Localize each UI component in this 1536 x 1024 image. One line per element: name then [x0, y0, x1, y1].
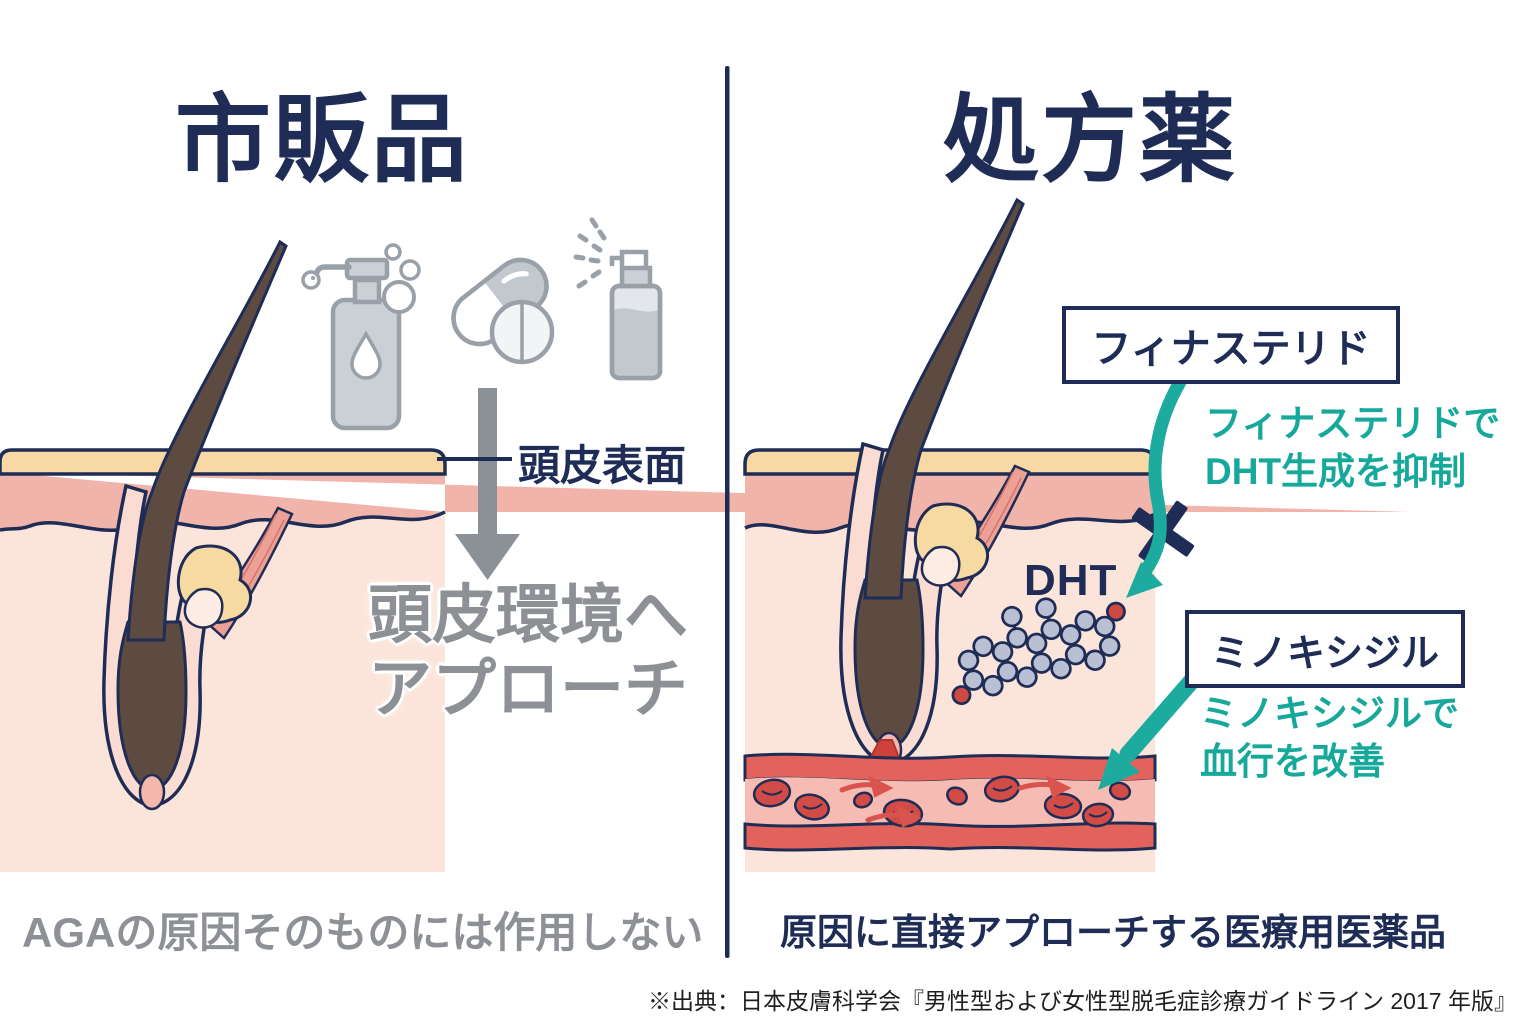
vessel-bottom-wall — [743, 821, 1157, 852]
blood-vessel — [743, 752, 1157, 852]
dermal-papilla — [138, 773, 166, 811]
right-dermis — [745, 472, 1155, 533]
oxygen-atom — [1105, 601, 1126, 622]
pump-bottle-icon — [301, 243, 421, 431]
right-epidermis — [743, 448, 1157, 476]
inner-sheath-curl — [183, 587, 224, 629]
down-arrow-icon — [455, 388, 520, 580]
left-dermis-edge — [0, 510, 446, 532]
scalp-surface-label: 頭皮表面 — [518, 442, 687, 489]
scalp-approach-text: 頭皮環境へ アプローチ — [368, 579, 688, 726]
finasteride-arrow-icon — [1126, 375, 1187, 598]
left-skin-illustration — [0, 239, 1410, 872]
red-blood-cells — [752, 775, 1132, 828]
left-dermis — [0, 472, 1410, 531]
minoxidil-label-box: ミノキシジル — [1185, 610, 1465, 688]
finasteride-label-box: フィナステリド — [1062, 306, 1400, 384]
left-epidermis — [0, 448, 447, 476]
otc-product-icons — [301, 217, 663, 431]
dht-molecule — [951, 597, 1126, 706]
source-citation: ※出典：日本皮膚科学会『男性型および女性型脱毛症診療ガイドライン 2017 年版… — [648, 988, 1517, 1014]
left-panel-title: 市販品 — [175, 87, 469, 194]
spray-bottle-icon — [573, 217, 663, 381]
oxygen-atom — [951, 685, 972, 706]
spray-mist — [573, 217, 607, 289]
right-skin-illustration — [743, 198, 1205, 872]
minoxidil-note: ミノキシジルで 血行を改善 — [1200, 693, 1459, 783]
panel-divider — [725, 66, 730, 958]
blood-flow-arrows — [839, 775, 1072, 828]
hair-bulb — [116, 620, 188, 792]
minoxidil-arrow-icon — [1098, 667, 1205, 790]
dht-label: DHT — [1024, 556, 1118, 605]
finasteride-note: フィナステリドで DHT生成を抑制 — [1205, 403, 1501, 493]
right-panel-title: 処方薬 — [943, 87, 1237, 194]
prescription-bottom-note: 原因に直接アプローチする医療用医薬品 — [780, 912, 1446, 953]
capsule-tablet-icon — [451, 257, 555, 365]
otc-bottom-note: AGAの原因そのものには作用しない — [22, 909, 704, 956]
hair-follicle — [102, 239, 294, 811]
hair-shaft — [126, 239, 288, 642]
